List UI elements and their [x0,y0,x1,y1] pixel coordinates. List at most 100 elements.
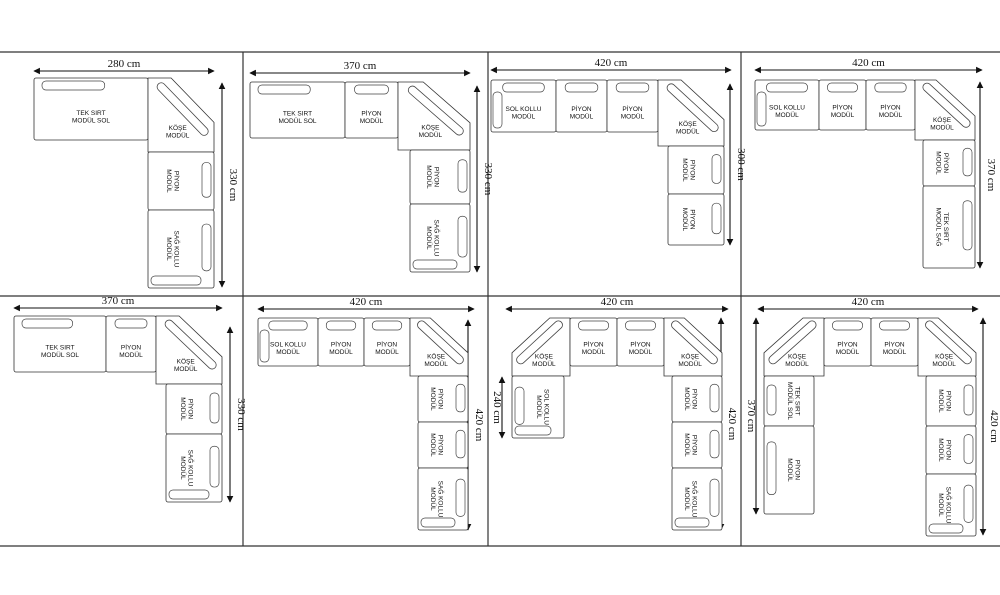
width-dimension-label: 420 cm [595,57,628,69]
module-label: SAĞ KOLLUMODÜL [179,450,196,487]
cushion [457,159,468,193]
cushion [766,441,777,495]
cushion [325,320,357,331]
height-dimension-label: 330 cm [482,163,494,196]
cushion [832,320,863,331]
module-box [763,425,815,515]
height-dimension-label: 370 cm [985,159,997,192]
corner-cushion [667,84,718,132]
cushion [879,320,910,331]
module-label: PİYONMODÜL [937,389,954,413]
module-label: SAĞ KOLLUMODÜL [937,487,954,524]
cushion [615,82,650,93]
module-label: PİYONMODÜL [429,387,446,411]
module-box [925,473,977,537]
corner-cushion [671,321,717,364]
armrest [756,91,767,127]
cushion [827,82,858,93]
cushion [963,434,974,464]
module-label: PİYONMODÜL [786,458,803,482]
armrest [492,91,503,129]
corner-cushion [408,86,463,135]
armrest [674,517,710,528]
corner-cushion [925,321,971,364]
module-box [409,203,471,273]
cushion [502,82,545,93]
width-dimension-label: 370 cm [102,295,135,307]
cushion [711,154,722,184]
armrest [150,275,202,286]
cushion [709,478,720,517]
module-label: PİYONMODÜL [425,165,442,189]
corner-cushion [923,83,970,127]
cushion [963,484,974,523]
cushion [711,202,722,235]
module-label: SAĞ KOLLUMODÜL [429,481,446,518]
armrest [168,489,210,500]
corner-cushion [417,321,463,364]
cushion [962,200,973,251]
cushion [457,215,468,258]
module-box [922,185,976,269]
cushion [514,386,525,425]
cushion [874,82,907,93]
width-dimension-label: 280 cm [108,58,141,70]
height-dimension-label: 330 cm [235,398,247,431]
width-dimension-label: 420 cm [350,296,383,308]
cushion [455,429,466,459]
module-label: SOL KOLLUMODÜL [535,389,550,425]
armrest [259,329,270,363]
module-box [147,209,215,289]
armrest [514,425,552,436]
cushion [709,383,720,413]
module-label: PİYONMODÜL [179,397,196,421]
cushion [766,82,808,93]
height-dimension-label: 420 cm [473,409,485,442]
cushion [114,318,148,329]
cushion [455,478,466,517]
module-label: SAĞ KOLLUMODÜL [683,481,700,518]
module-label: SAĞ KOLLUMODÜL [425,220,442,257]
module-box [667,193,725,246]
module-label: PİYONMODÜL [937,438,954,462]
module-label: PİYONMODÜL [683,387,700,411]
module-label: PİYONMODÜL [935,151,952,175]
cushion [257,84,311,95]
cushion [625,320,656,331]
module-label: PİYONMODÜL [683,433,700,457]
module-box [165,433,223,503]
cushion [21,318,73,329]
cushion [455,383,466,413]
module-box [671,467,723,531]
corner-cushion [517,321,563,364]
cushion [41,80,106,91]
corner-cushion [157,83,208,135]
width-dimension-label: 420 cm [852,57,885,69]
corner-cushion [165,320,216,369]
cushion [354,84,389,95]
cushion [201,162,212,198]
module-label: SAĞ KOLLUMODÜL [165,231,181,268]
